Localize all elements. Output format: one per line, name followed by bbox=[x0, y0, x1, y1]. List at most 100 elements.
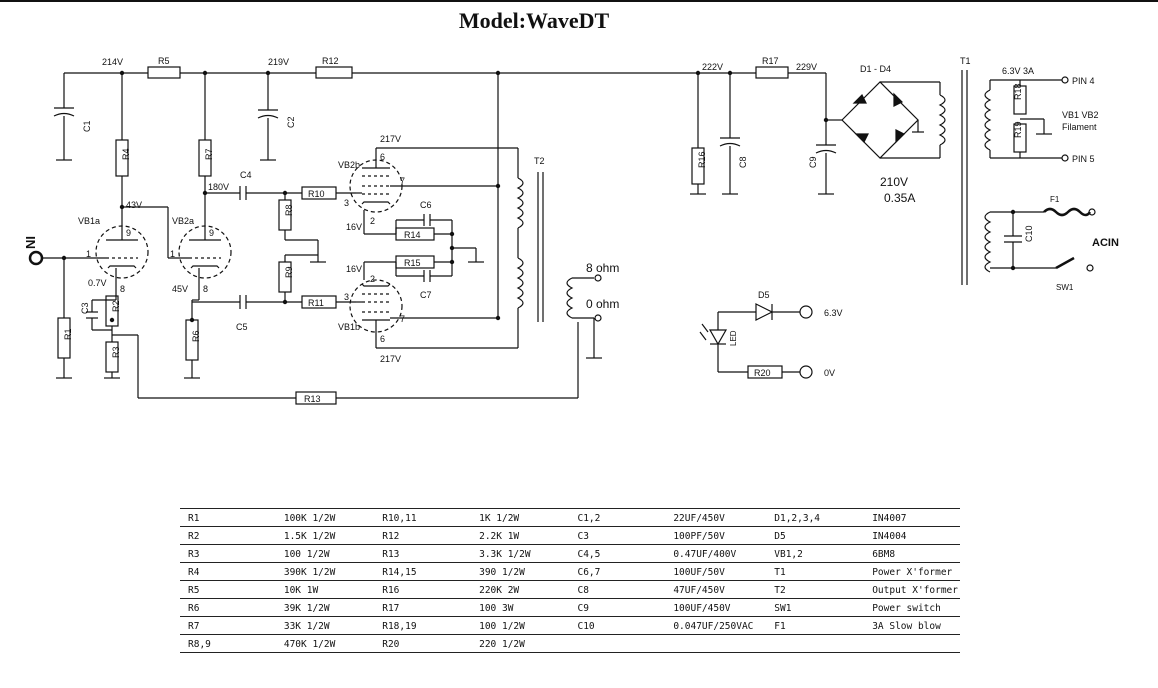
table-cell: T2 bbox=[766, 580, 865, 599]
pin-6-vb1b: 6 bbox=[380, 334, 385, 344]
table-cell: R14,15 bbox=[374, 562, 472, 581]
table-cell: R18,19 bbox=[374, 616, 472, 635]
label-r17: R17 bbox=[762, 56, 779, 66]
label-16v-top: 16V bbox=[346, 222, 362, 232]
table-cell bbox=[569, 634, 666, 653]
label-t1: T1 bbox=[960, 56, 971, 66]
label-6v3-3a: 6.3V 3A bbox=[1002, 66, 1034, 76]
label-d1-d4: D1 - D4 bbox=[860, 64, 891, 74]
label-229v: 229V bbox=[796, 62, 817, 72]
pin-8-vb2a: 8 bbox=[203, 284, 208, 294]
label-c5: C5 bbox=[236, 322, 248, 332]
label-pin5: PIN 5 bbox=[1072, 154, 1095, 164]
table-cell: R17 bbox=[374, 598, 472, 617]
label-219v: 219V bbox=[268, 57, 289, 67]
label-in: IN bbox=[23, 236, 38, 249]
pin-6-vb2b: 6 bbox=[380, 152, 385, 162]
table-cell: 33K 1/2W bbox=[275, 616, 375, 635]
label-pin4: PIN 4 bbox=[1072, 76, 1095, 86]
table-cell: C8 bbox=[569, 580, 666, 599]
label-f1: F1 bbox=[1050, 195, 1060, 204]
label-16v-bottom: 16V bbox=[346, 264, 362, 274]
label-r20: R20 bbox=[754, 368, 771, 378]
table-cell: R7 bbox=[180, 616, 276, 635]
label-r7: R7 bbox=[204, 148, 214, 160]
table-cell: R1 bbox=[180, 508, 276, 527]
r12-body bbox=[315, 66, 353, 79]
power-transformer-t1 bbox=[938, 70, 1096, 285]
label-r12: R12 bbox=[322, 56, 339, 66]
c1-symbol bbox=[53, 107, 75, 161]
table-cell: T1 bbox=[766, 562, 865, 581]
table-cell: R13 bbox=[374, 544, 472, 563]
label-c10: C10 bbox=[1024, 225, 1034, 242]
c2-symbol bbox=[257, 109, 279, 161]
label-r5: R5 bbox=[158, 56, 170, 66]
table-cell: 0.047UF/250VAC bbox=[665, 616, 767, 635]
pin-8-vb1a: 8 bbox=[120, 284, 125, 294]
label-222v: 222V bbox=[702, 62, 723, 72]
label-vb1b: VB1b bbox=[338, 322, 360, 332]
label-r1: R1 bbox=[63, 328, 73, 340]
table-cell: 220K 2W bbox=[471, 580, 570, 599]
table-cell: 47UF/450V bbox=[665, 580, 767, 599]
label-035a: 0.35A bbox=[884, 191, 915, 205]
label-r8: R8 bbox=[284, 204, 294, 216]
table-cell: 6BM8 bbox=[864, 544, 960, 563]
pin-7-vb2b: 7 bbox=[400, 176, 405, 186]
table-cell: 100UF/50V bbox=[665, 562, 767, 581]
table-cell: 39K 1/2W bbox=[275, 598, 375, 617]
table-cell: R16 bbox=[374, 580, 472, 599]
label-vb1-vb2: VB1 VB2 bbox=[1062, 110, 1099, 120]
table-cell: 100 1/2W bbox=[471, 616, 570, 635]
table-cell: 10K 1W bbox=[275, 580, 375, 599]
table-cell: R8,9 bbox=[180, 634, 276, 653]
tube-vb2b bbox=[349, 147, 518, 235]
diagram-title: Model:WaveDT bbox=[458, 8, 610, 33]
table-cell: 3A Slow blow bbox=[864, 616, 960, 635]
label-r6: R6 bbox=[191, 330, 201, 342]
table-cell bbox=[864, 634, 960, 653]
label-180v: 180V bbox=[208, 182, 229, 192]
pin-3-vb2b: 3 bbox=[344, 198, 349, 208]
table-cell: C3 bbox=[569, 526, 666, 545]
label-vb2b: VB2b bbox=[338, 160, 360, 170]
label-0-ohm: 0 ohm bbox=[586, 297, 619, 311]
pin-1-vb2a: 1 bbox=[170, 249, 175, 259]
table-cell: 470K 1/2W bbox=[275, 634, 375, 653]
table-cell: R5 bbox=[180, 580, 276, 599]
table-cell: 1K 1/2W bbox=[471, 508, 570, 527]
label-c7: C7 bbox=[420, 290, 432, 300]
label-c1: C1 bbox=[82, 120, 92, 132]
table-cell: R12 bbox=[374, 526, 472, 545]
label-vb2a: VB2a bbox=[172, 216, 194, 226]
table-cell: D1,2,3,4 bbox=[766, 508, 865, 527]
table-cell: SW1 bbox=[766, 598, 865, 617]
label-t2: T2 bbox=[534, 156, 545, 166]
label-r11: R11 bbox=[308, 298, 324, 308]
table-cell: 22UF/450V bbox=[665, 508, 767, 527]
label-217v-top: 217V bbox=[380, 134, 401, 144]
label-r10: R10 bbox=[308, 189, 325, 199]
table-cell: C10 bbox=[569, 616, 666, 635]
table-cell: 1.5K 1/2W bbox=[275, 526, 375, 545]
label-sw1: SW1 bbox=[1056, 283, 1074, 292]
table-cell: 390K 1/2W bbox=[275, 562, 375, 581]
label-c2: C2 bbox=[286, 116, 296, 128]
pin-2-vb2b: 2 bbox=[370, 216, 375, 226]
label-210v: 210V bbox=[880, 175, 908, 189]
table-cell: C9 bbox=[569, 598, 666, 617]
table-cell: 3.3K 1/2W bbox=[471, 544, 570, 563]
label-214v: 214V bbox=[102, 57, 123, 67]
table-cell: 100UF/450V bbox=[665, 598, 767, 617]
label-c4: C4 bbox=[240, 170, 252, 180]
table-cell: R10,11 bbox=[374, 508, 472, 527]
table-cell: R4 bbox=[180, 562, 276, 581]
table-cell: R6 bbox=[180, 598, 276, 617]
